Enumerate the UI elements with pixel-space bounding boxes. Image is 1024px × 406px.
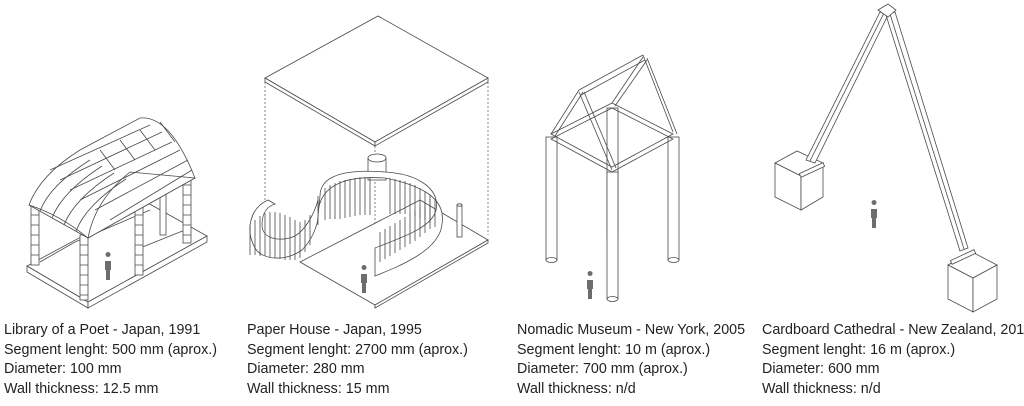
wall-thickness: Wall thickness: n/d	[762, 380, 881, 397]
segment-length: Segment lenght: 500 mm (aprox.)	[4, 341, 217, 358]
caption-cardboard-cathedral: Cardboard Cathedral - New Zealand, 2013 …	[762, 321, 1024, 399]
figure-title: Paper House - Japan, 1995	[247, 322, 422, 338]
segment-length: Segment lenght: 2700 mm (aprox.)	[247, 341, 468, 358]
diameter: Diameter: 600 mm	[762, 361, 880, 377]
figure-title: Cardboard Cathedral - New Zealand, 2013	[762, 322, 1024, 338]
drawings-area	[26, 3, 998, 313]
caption-nomadic-museum: Nomadic Museum - New York, 2005 Segment …	[517, 321, 745, 399]
paper-house-drawing	[249, 15, 489, 309]
diameter: Diameter: 280 mm	[247, 361, 365, 377]
figure-title: Library of a Poet - Japan, 1991	[4, 322, 201, 338]
segment-length: Segment lenght: 10 m (aprox.)	[517, 341, 711, 358]
caption-library-of-a-poet: Library of a Poet - Japan, 1991 Segment …	[4, 321, 217, 399]
nomadic-museum-drawing	[545, 54, 680, 302]
segment-length: Segment lenght: 16 m (aprox.)	[762, 341, 956, 358]
axonometric-drawings	[26, 3, 998, 313]
wall-thickness: Wall thickness: 15 mm	[247, 380, 390, 397]
figure-title: Nomadic Museum - New York, 2005	[517, 322, 746, 338]
diameter: Diameter: 700 mm (aprox.)	[517, 361, 688, 377]
library-of-a-poet-drawing	[26, 117, 208, 309]
wall-thickness: Wall thickness: n/d	[517, 380, 636, 397]
diameter: Diameter: 100 mm	[4, 361, 122, 377]
caption-paper-house: Paper House - Japan, 1995 Segment lenght…	[247, 321, 468, 399]
wall-thickness: Wall thickness: 12.5 mm	[4, 380, 159, 397]
cardboard-cathedral-drawing	[774, 3, 998, 313]
